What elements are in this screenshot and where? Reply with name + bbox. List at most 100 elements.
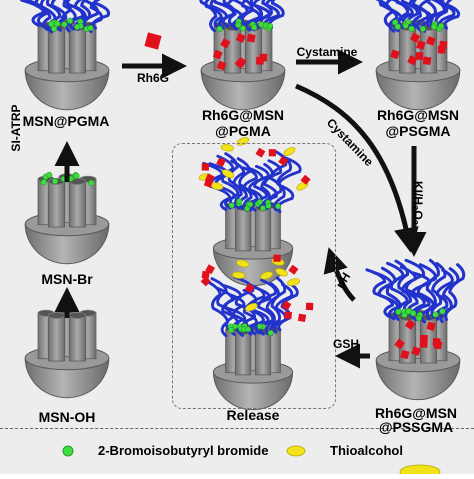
initiator-dot <box>419 25 426 32</box>
legend-thioalcohol-icon <box>286 445 306 457</box>
polymer-brush <box>365 268 395 319</box>
polymer-brush <box>199 0 218 33</box>
polymer-brush <box>416 263 438 324</box>
drug-cube <box>409 32 421 43</box>
arrow-cystamine-curve <box>295 83 419 253</box>
polymer-brush <box>418 0 434 33</box>
drug-cube <box>407 55 418 66</box>
released-drug-cube <box>278 155 289 166</box>
label-msn-br: MSN-Br <box>41 271 93 287</box>
particle-msn-pgma <box>20 0 111 111</box>
polymer-brush <box>425 0 437 28</box>
released-drug-cube <box>300 174 311 185</box>
thiol-molecule <box>245 303 258 312</box>
polymer-brush <box>82 0 99 30</box>
initiator-dot <box>438 22 445 29</box>
thiol-molecule <box>260 271 273 280</box>
polymer-brush <box>259 0 273 27</box>
polymer-brush <box>232 0 249 27</box>
initiator-dot <box>66 17 74 24</box>
polymer-brush <box>264 282 280 336</box>
label-rh6g-msn-pssgma-line1: Rh6G@MSN <box>374 405 458 421</box>
polymer-brush <box>390 0 410 30</box>
initiator-dot <box>235 21 242 28</box>
legend-thioalcohol-text: Thioalcohol <box>330 443 403 458</box>
polymer-brush <box>34 0 52 32</box>
initiator-dot <box>395 308 402 315</box>
polymer-brush <box>209 0 229 30</box>
label-release: Release <box>226 407 280 423</box>
polymer-brush <box>204 0 223 30</box>
drug-cube <box>400 349 410 360</box>
drug-cube <box>236 56 247 68</box>
initiator-dot <box>260 205 266 212</box>
polymer-brush <box>425 258 440 321</box>
polymer-brush <box>408 0 422 29</box>
initiator-dot <box>266 22 274 30</box>
initiator-dot <box>239 25 247 32</box>
label-rh6g-msn-pgma-line1: Rh6G@MSN <box>201 107 285 123</box>
polymer-brush <box>272 283 294 334</box>
drug-cube <box>390 49 400 60</box>
released-drug-cube <box>297 313 307 322</box>
released-drug-cube <box>205 264 216 275</box>
polymer-brush <box>210 277 235 332</box>
polymer-brush <box>91 0 111 30</box>
particle-msn-oh <box>24 307 110 399</box>
released-drug-cube <box>273 254 281 262</box>
label-msn-oh: MSN-OH <box>38 409 96 425</box>
released-drug-cube <box>204 173 215 184</box>
polymer-brush <box>222 0 237 27</box>
polymer-brush <box>428 0 446 27</box>
initiator-dot <box>275 203 281 210</box>
released-drug-cube <box>268 149 277 157</box>
arrow-ph <box>323 247 356 302</box>
polymer-brush <box>444 263 466 322</box>
legend-bromide-icon <box>62 445 74 457</box>
initiator-dot <box>394 23 401 30</box>
initiator-dot <box>432 311 439 318</box>
polymer-brush <box>273 155 293 212</box>
initiator-dot <box>87 24 94 32</box>
thiol-molecule <box>287 278 301 286</box>
initiator-dot <box>401 311 408 318</box>
released-drug-cube <box>201 270 210 279</box>
drug-cube <box>426 321 436 332</box>
initiator-dot <box>245 326 251 333</box>
initiator-dot <box>228 327 234 334</box>
drug-cube <box>415 52 424 60</box>
initiator-dot <box>402 22 409 29</box>
drug-cube <box>422 56 432 66</box>
pore-wall <box>48 27 66 74</box>
initiator-dot <box>54 20 61 27</box>
polymer-brush <box>263 0 280 29</box>
initiator-dot <box>40 179 47 186</box>
drug-cube <box>246 33 256 43</box>
polymer-brush <box>395 0 414 27</box>
drug-cube <box>425 36 436 46</box>
released-drug-cube <box>281 300 292 311</box>
polymer-brush <box>252 0 272 29</box>
polymer-brush <box>378 0 399 33</box>
polymer-brush <box>438 0 456 29</box>
drug-cube <box>433 340 443 350</box>
polymer-brush <box>50 0 68 32</box>
initiator-dot <box>265 202 272 209</box>
legend-bromide-text: 2-Bromoisobutyryl bromide <box>98 443 269 458</box>
initiator-dot <box>61 21 68 28</box>
polymer-brush <box>20 0 46 27</box>
initiator-dot <box>256 323 263 330</box>
initiator-dot <box>258 21 265 28</box>
initiator-dot <box>216 25 223 33</box>
rh6g-cube-icon <box>144 32 162 50</box>
thiol-molecule <box>283 146 296 156</box>
drug-cube <box>212 49 223 60</box>
particle-rh6g-msn-psgma <box>375 0 461 111</box>
released-drug-cube <box>201 163 209 171</box>
polymer-brush <box>220 283 247 333</box>
thiol-molecule <box>220 144 234 152</box>
released-drug-cube <box>255 147 266 158</box>
pore-opening <box>48 311 66 319</box>
polymer-brush <box>386 261 409 316</box>
thiol-molecule <box>236 259 250 268</box>
